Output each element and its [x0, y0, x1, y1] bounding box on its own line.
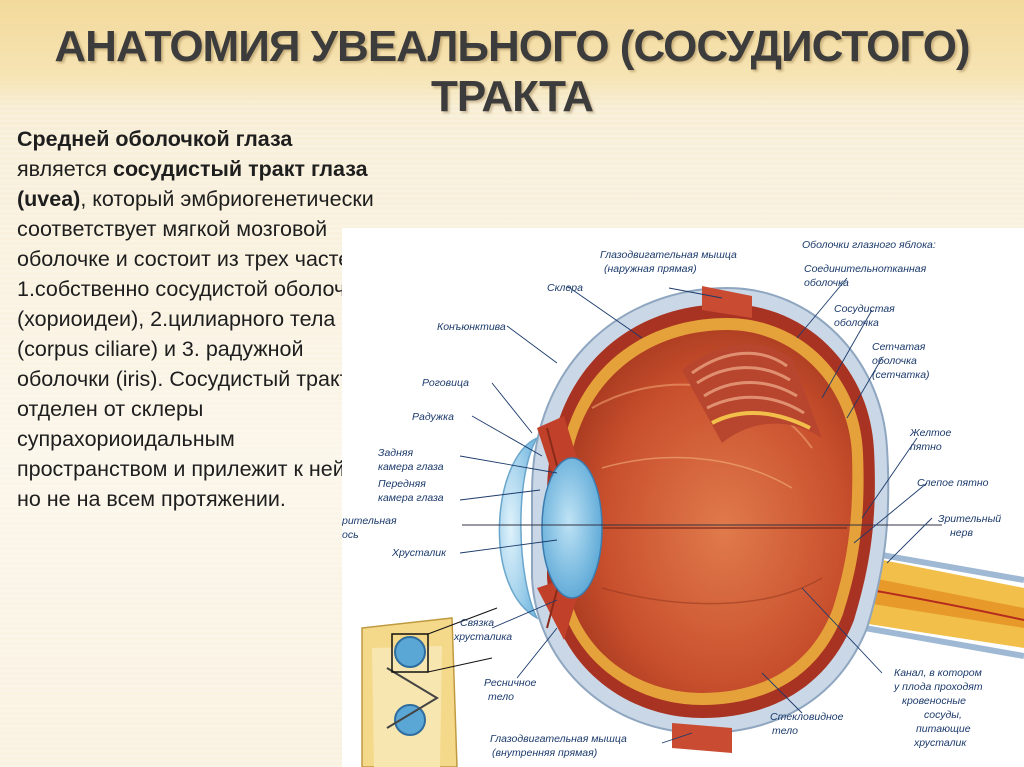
label-posterior-chamber-sub: камера глаза	[378, 461, 444, 473]
diagram-labels: Глазодвигательная мышца (наружная прямая…	[342, 239, 1001, 759]
label-ligament-sub: хрусталика	[453, 631, 512, 643]
label-visual-axis-sub: ось	[342, 529, 359, 541]
label-connective: Соединительнотканная	[804, 263, 927, 275]
paragraph-run: является	[17, 157, 113, 181]
paragraph-bold-run: сосудистый тракт глаза (uvea)	[17, 157, 368, 211]
label-connective-sub: оболочка	[804, 277, 849, 289]
label-ciliary: Ресничное	[484, 677, 537, 689]
slide-title: АНАТОМИЯ УВЕАЛЬНОГО (СОСУДИСТОГО) ТРАКТА	[54, 22, 970, 121]
label-canal-5: питающие	[916, 723, 971, 735]
skull-inset	[361, 607, 498, 767]
label-muscle-bottom: Глазодвигательная мышца	[490, 733, 627, 745]
title-band	[0, 0, 1024, 108]
label-ciliary-sub: тело	[488, 691, 514, 703]
label-vitreous: Стекловидное	[770, 711, 844, 723]
label-canal-1: Канал, в котором	[894, 667, 982, 679]
label-cornea: Роговица	[422, 377, 469, 389]
paragraph-run: , который эмбриогенетически соответствуе…	[17, 187, 374, 511]
top-muscle-stub	[702, 286, 752, 318]
label-canal-3: кровеносные	[902, 695, 966, 707]
label-yellow-spot: Желтое	[909, 427, 952, 439]
lens-shape	[541, 457, 603, 599]
label-canal-4: сосуды,	[924, 709, 962, 721]
label-ligament: Связка	[460, 617, 494, 629]
label-anterior-chamber: Передняя	[378, 478, 426, 490]
label-conjunctiva: Конъюнктива	[437, 321, 506, 333]
label-visual-axis: рительная	[342, 515, 397, 527]
paragraph-bold-run: Средней оболочкой глаза	[17, 127, 293, 151]
label-posterior-chamber: Задняя	[378, 447, 413, 459]
label-membranes-title: Оболочки глазного яблока:	[802, 239, 936, 251]
label-vascular: Сосудистая	[834, 303, 895, 315]
leader-lines	[459, 277, 933, 744]
label-canal-6: хрусталик	[913, 737, 967, 749]
label-muscle-top-sub: (наружная прямая)	[604, 263, 697, 275]
label-vascular-sub: оболочка	[834, 317, 879, 329]
eye-diagram-svg: Глазодвигательная мышца (наружная прямая…	[342, 239, 1024, 767]
cornea-shape	[498, 436, 539, 620]
label-blind-spot: Слепое пятно	[917, 477, 989, 489]
label-optic-nerve-sub: нерв	[950, 527, 973, 539]
label-lens: Хрусталик	[391, 547, 447, 559]
label-muscle-top: Глазодвигательная мышца	[600, 249, 737, 261]
label-vitreous-sub: тело	[772, 725, 798, 737]
label-yellow-spot-sub: пятно	[910, 441, 942, 453]
label-optic-nerve: Зрительный	[938, 513, 1001, 525]
label-sclera: Склера	[547, 282, 583, 294]
label-anterior-chamber-sub: камера глаза	[378, 492, 444, 504]
label-retina-sub: оболочка	[872, 355, 917, 367]
label-canal-2: у плода проходят	[893, 681, 983, 693]
label-muscle-bottom-sub: (внутренняя прямая)	[492, 747, 597, 759]
optic-nerve	[841, 545, 1024, 659]
slide-paragraph: Средней оболочкой глаза является сосудис…	[17, 124, 377, 514]
bottom-muscle-stub	[672, 723, 732, 753]
label-retina: Сетчатая	[872, 341, 926, 353]
eye-anatomy-figure: Глазодвигательная мышца (наружная прямая…	[342, 228, 1024, 767]
label-retina-sub2: (сетчатка)	[872, 369, 930, 381]
label-iris: Радужка	[412, 411, 454, 423]
